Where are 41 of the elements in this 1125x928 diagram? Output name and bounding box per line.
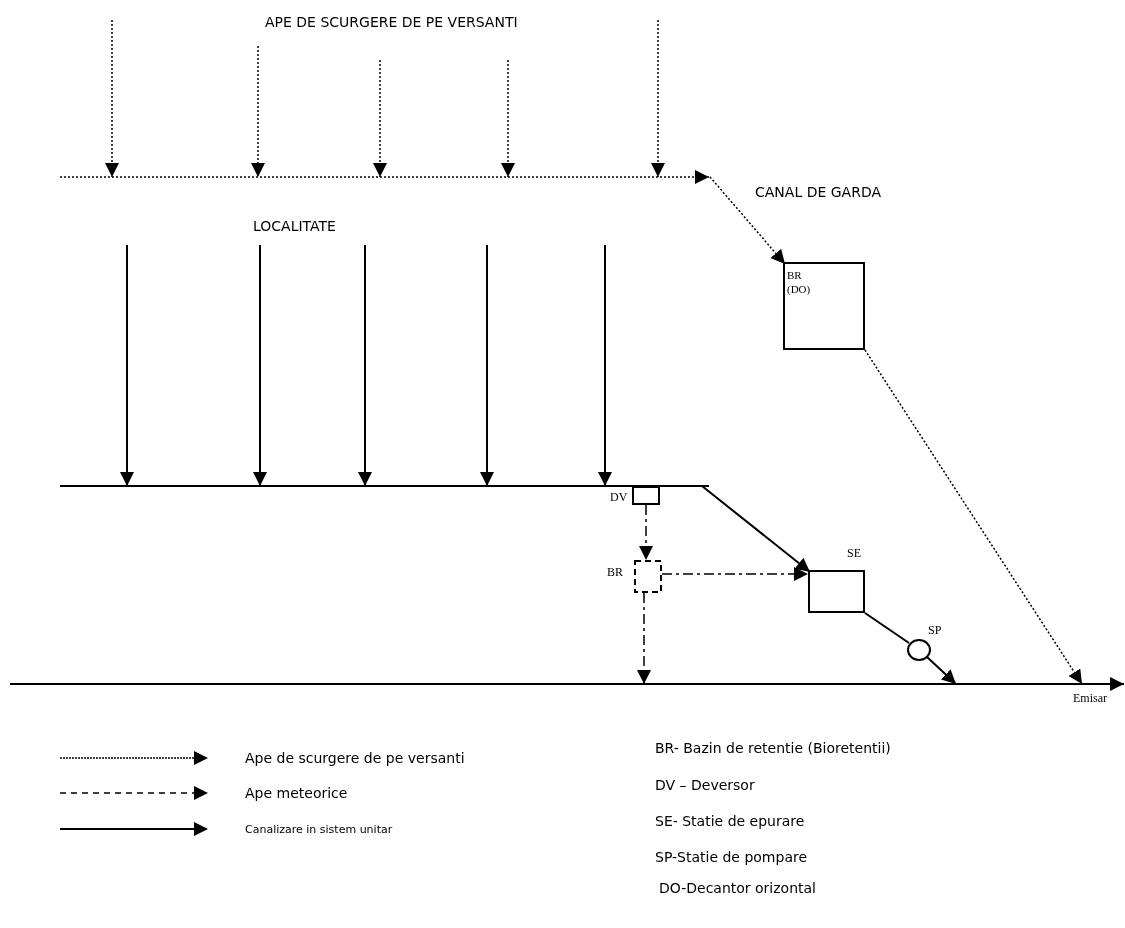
abbreviation-note: DV – Deversor [655, 777, 755, 793]
pipe-line [10, 678, 1125, 690]
basin-label: BR (DO) [787, 268, 812, 296]
abbreviation-label: BR [607, 564, 623, 580]
title-label: APE DE SCURGERE DE PE VERSANTI [265, 14, 518, 30]
abbreviation-note: SP-Statie de pompare [655, 849, 808, 865]
flow-arrow [651, 19, 665, 178]
abbreviation-note: DO-Decantor orizontal [659, 880, 816, 896]
flow-arrow [661, 567, 809, 581]
abbreviation-label: Emisar [1073, 690, 1107, 706]
flow-arrow [926, 656, 957, 685]
structure-box [634, 560, 662, 593]
flow-arrow [480, 244, 494, 487]
abbreviation-note: BR- Bazin de retentie (Bioretentii) [655, 740, 891, 756]
flow-arrow [253, 244, 267, 487]
flow-arrow [709, 176, 786, 265]
flow-arrow [251, 45, 265, 178]
area-label: LOCALITATE [253, 218, 336, 234]
flow-arrow [373, 59, 387, 178]
pump-circle [907, 639, 931, 661]
abbreviation-label: SP [928, 622, 942, 638]
structure-box [808, 570, 865, 613]
flow-arrow [501, 59, 515, 178]
legend-label: Ape meteorice [245, 785, 348, 801]
abbreviation-label: SE [847, 545, 861, 561]
flow-arrow [864, 349, 1083, 685]
abbreviation-note: SE- Statie de epurare [655, 813, 805, 829]
flow-arrow [598, 244, 612, 487]
legend-label: Ape de scurgere de pe versanti [245, 750, 465, 766]
legend-label: Canalizare in sistem unitar [245, 822, 393, 836]
flow-arrow [358, 244, 372, 487]
flow-arrow [120, 244, 134, 487]
flow-arrow [639, 504, 653, 561]
flow-arrow [637, 592, 651, 685]
flow-arrow [701, 485, 811, 573]
abbreviation-label: DV [610, 489, 628, 505]
flow-arrow [105, 19, 119, 178]
basin-box [783, 262, 865, 350]
structure-box [632, 486, 660, 505]
channel-label: CANAL DE GARDA [755, 184, 881, 200]
channel-line [60, 170, 710, 184]
